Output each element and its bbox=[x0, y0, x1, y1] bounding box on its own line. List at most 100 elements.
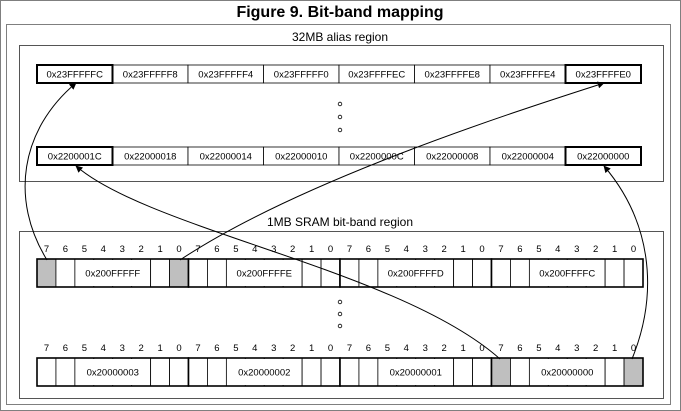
bit-label: 1 bbox=[309, 244, 314, 255]
bit-label: 1 bbox=[157, 343, 162, 354]
bit-cell bbox=[188, 258, 208, 288]
bit-label: 0 bbox=[176, 343, 181, 354]
bitband-region-box bbox=[19, 231, 664, 399]
ellipsis-dot bbox=[337, 323, 343, 329]
bit-label: 6 bbox=[517, 244, 522, 255]
bit-label: 0 bbox=[479, 244, 484, 255]
alias-address: 0x2200000C bbox=[350, 152, 404, 163]
alias-address: 0x22000004 bbox=[502, 152, 554, 163]
byte-address: 0x200FFFFE bbox=[237, 269, 292, 280]
bit-label: 3 bbox=[574, 244, 579, 255]
alias-address: 0x23FFFFEC bbox=[348, 70, 405, 81]
bit-cell bbox=[150, 357, 170, 387]
figure-title: Figure 9. Bit-band mapping bbox=[236, 4, 443, 21]
bit-label: 3 bbox=[423, 244, 428, 255]
mapped-bit-cell bbox=[169, 258, 189, 288]
bit-label: 1 bbox=[157, 244, 162, 255]
byte-address: 0x200FFFFF bbox=[85, 269, 140, 280]
ellipsis-dot bbox=[337, 101, 343, 107]
ellipsis-dot bbox=[337, 299, 343, 305]
byte-label-bg bbox=[530, 359, 605, 385]
bit-cell bbox=[207, 357, 227, 387]
ellipsis-dot bbox=[337, 127, 343, 133]
bit-label: 5 bbox=[536, 343, 541, 354]
bit-label: 4 bbox=[101, 244, 106, 255]
bit-label: 1 bbox=[612, 244, 617, 255]
alias-address: 0x23FFFFE8 bbox=[425, 70, 480, 81]
alias-address: 0x23FFFFF8 bbox=[123, 70, 178, 81]
bit-label: 2 bbox=[290, 244, 295, 255]
alias-address: 0x23FFFFF4 bbox=[198, 70, 253, 81]
byte-label-bg bbox=[378, 260, 453, 286]
alias-address: 0x22000000 bbox=[577, 152, 629, 163]
byte-address: 0x20000001 bbox=[390, 368, 442, 379]
byte-address: 0x20000000 bbox=[541, 368, 593, 379]
bit-label: 3 bbox=[423, 343, 428, 354]
bit-label: 5 bbox=[82, 343, 87, 354]
bit-label: 4 bbox=[252, 343, 257, 354]
bit-label: 6 bbox=[366, 343, 371, 354]
alias-address: 0x2200001C bbox=[48, 152, 102, 163]
bit-label: 4 bbox=[404, 343, 409, 354]
bit-cell bbox=[358, 357, 379, 387]
bit-label: 7 bbox=[195, 343, 200, 354]
bit-label: 6 bbox=[214, 244, 219, 255]
alias-address: 0x22000014 bbox=[200, 152, 252, 163]
alias-region-box bbox=[19, 45, 664, 182]
bit-cell bbox=[339, 357, 360, 387]
mapping-arrow-bit7-to-2200001C bbox=[75, 165, 501, 360]
byte-outline bbox=[490, 357, 644, 387]
byte-label-bg bbox=[378, 359, 453, 385]
bit-label: 2 bbox=[139, 244, 144, 255]
mapping-arrow-bit0-to-23FFFFE0 bbox=[179, 81, 605, 261]
bit-cell bbox=[169, 357, 189, 387]
byte-label-bg bbox=[227, 260, 302, 286]
alias-address: 0x23FFFFF0 bbox=[274, 70, 329, 81]
bit-label: 7 bbox=[347, 343, 352, 354]
ellipsis-dot bbox=[337, 311, 343, 317]
bit-label: 7 bbox=[44, 244, 49, 255]
bit-label: 3 bbox=[271, 244, 276, 255]
mapped-bit-cell bbox=[623, 357, 644, 387]
bit-label: 3 bbox=[120, 343, 125, 354]
bit-label: 5 bbox=[385, 343, 390, 354]
bit-label: 3 bbox=[574, 343, 579, 354]
alias-address: 0x23FFFFE0 bbox=[576, 70, 631, 81]
bit-label: 0 bbox=[631, 343, 636, 354]
mapping-arrow-bit0-to-22000000 bbox=[603, 165, 648, 360]
bit-label: 2 bbox=[442, 244, 447, 255]
bitband-region-title: 1MB SRAM bit-band region bbox=[267, 215, 413, 229]
bit-label: 7 bbox=[347, 244, 352, 255]
bit-label: 2 bbox=[442, 343, 447, 354]
bit-label: 5 bbox=[82, 244, 87, 255]
alias-address: 0x22000018 bbox=[124, 152, 176, 163]
bit-cell bbox=[55, 258, 76, 288]
bit-cell bbox=[301, 258, 322, 288]
byte-label-bg bbox=[227, 359, 302, 385]
bit-label: 4 bbox=[404, 244, 409, 255]
alias-address: 0x22000008 bbox=[426, 152, 478, 163]
alias-cell-highlight bbox=[36, 146, 114, 166]
bit-cell bbox=[320, 258, 341, 288]
bit-cell bbox=[604, 258, 625, 288]
alias-address: 0x22000010 bbox=[275, 152, 327, 163]
bit-cell bbox=[453, 258, 473, 288]
bit-label: 7 bbox=[44, 343, 49, 354]
bit-label: 4 bbox=[101, 343, 106, 354]
bit-label: 6 bbox=[214, 343, 219, 354]
bit-cell bbox=[510, 258, 530, 288]
bit-label: 5 bbox=[233, 343, 238, 354]
bit-label: 1 bbox=[612, 343, 617, 354]
bit-label: 5 bbox=[536, 244, 541, 255]
bit-label: 2 bbox=[593, 343, 598, 354]
alias-cell-highlight bbox=[564, 146, 642, 166]
alias-region-title: 32MB alias region bbox=[292, 30, 388, 44]
bit-cell bbox=[339, 258, 360, 288]
bit-label: 6 bbox=[63, 244, 68, 255]
byte-address: 0x200FFFFC bbox=[539, 269, 595, 280]
bit-label: 1 bbox=[309, 343, 314, 354]
bit-label: 2 bbox=[593, 244, 598, 255]
